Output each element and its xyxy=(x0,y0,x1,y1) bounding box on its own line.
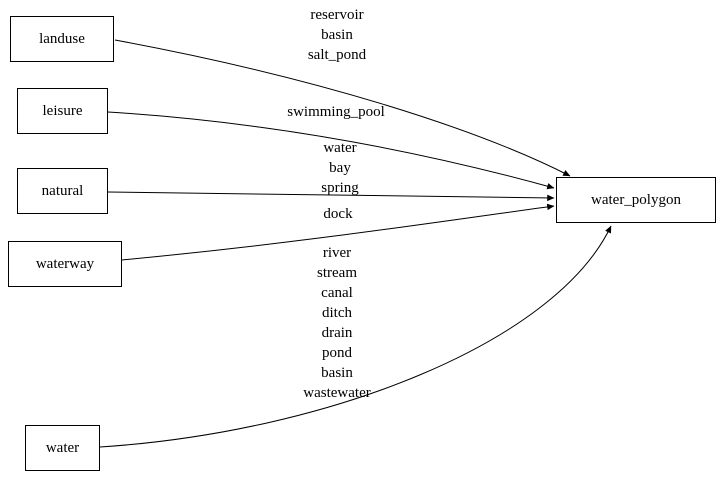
node-landuse: landuse xyxy=(10,16,114,62)
edge-leisure-water_polygon xyxy=(107,111,555,190)
node-label: waterway xyxy=(35,255,95,272)
node-water: water xyxy=(25,425,100,471)
edge-water-water_polygon xyxy=(99,225,612,448)
node-label: natural xyxy=(41,182,84,199)
node-label: water_polygon xyxy=(591,191,681,208)
node-label: water xyxy=(45,439,80,456)
edge-label-water: river stream canal ditch drain pond basi… xyxy=(303,245,371,401)
edge-label-natural: water bay spring xyxy=(321,140,359,196)
edge-label-leisure: swimming_pool xyxy=(287,104,385,120)
node-label: leisure xyxy=(42,102,83,119)
edge-label-waterway: dock xyxy=(323,206,353,222)
edge-label-landuse: reservoir basin salt_pond xyxy=(307,7,367,63)
edge-landuse-water_polygon xyxy=(114,39,571,177)
node-natural: natural xyxy=(17,168,108,214)
edge-waterway-water_polygon xyxy=(121,203,555,261)
node-waterway: waterway xyxy=(8,241,122,287)
node-water-polygon: water_polygon xyxy=(556,177,716,223)
edge-natural-water_polygon xyxy=(107,191,555,202)
node-leisure: leisure xyxy=(17,88,108,134)
node-label: landuse xyxy=(39,30,85,47)
